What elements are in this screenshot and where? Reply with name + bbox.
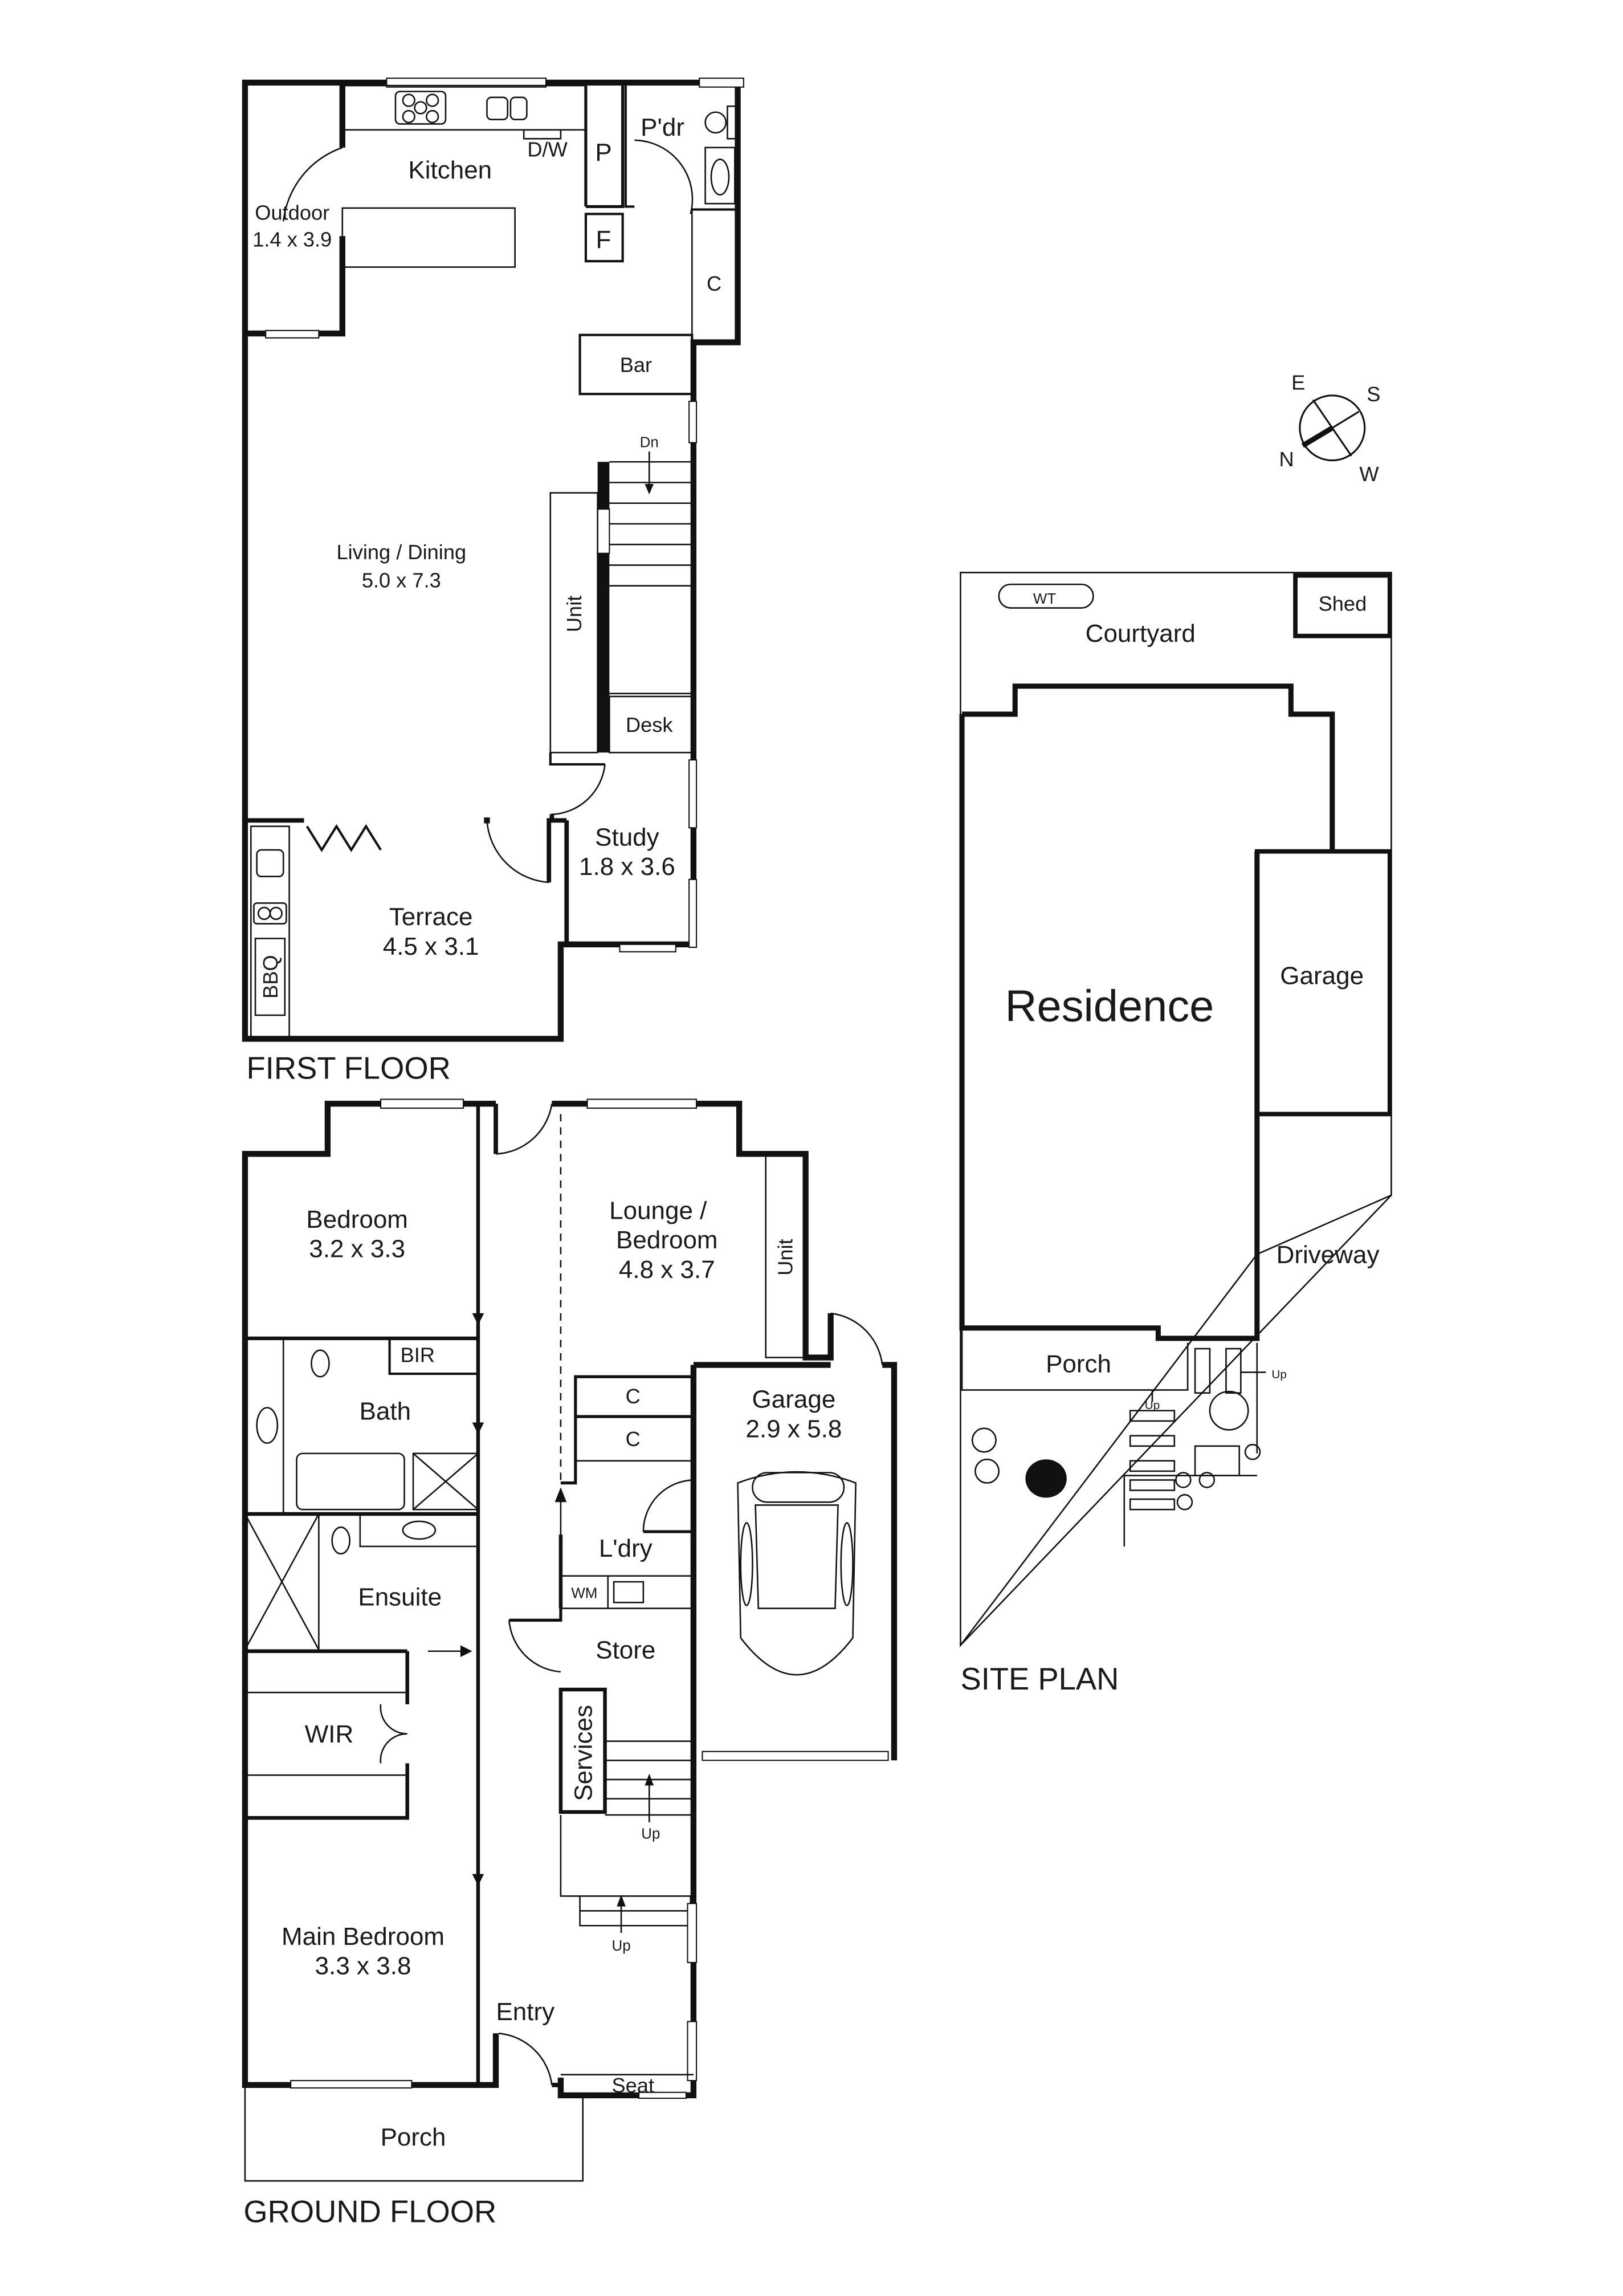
compass-icon: E S N W bbox=[1279, 371, 1380, 485]
room-label-seat: Seat bbox=[611, 2074, 654, 2097]
room-label-lounge-1: Lounge / bbox=[609, 1196, 707, 1224]
room-label-bath: Bath bbox=[360, 1397, 411, 1425]
room-label-c2: C bbox=[626, 1427, 641, 1451]
room-dim-bedroom: 3.2 x 3.3 bbox=[309, 1235, 405, 1263]
site-label-shed: Shed bbox=[1319, 592, 1367, 616]
room-dim-outdoor: 1.4 x 3.9 bbox=[252, 227, 332, 251]
stairs-up-label-1: Up bbox=[641, 1826, 660, 1842]
room-label-pantry: P bbox=[595, 139, 611, 166]
wm-label: WM bbox=[571, 1586, 597, 1602]
site-plan: WT Courtyard Shed Residence Garage Drive… bbox=[959, 572, 1392, 1696]
room-dim-study: 1.8 x 3.6 bbox=[579, 853, 675, 881]
room-dim-garage: 2.9 x 5.8 bbox=[746, 1415, 842, 1443]
site-up-label-1: Up bbox=[1145, 1399, 1160, 1412]
site-label-driveway: Driveway bbox=[1277, 1241, 1380, 1269]
room-label-ensuite: Ensuite bbox=[358, 1583, 442, 1611]
room-label-entry: Entry bbox=[496, 1998, 554, 2026]
room-label-unit: Unit bbox=[562, 596, 586, 632]
ground-floor: Bedroom 3.2 x 3.3 Lounge / Bedroom 4.8 x… bbox=[242, 1098, 898, 2229]
compass-west: W bbox=[1359, 462, 1379, 486]
room-label-cupboard: C bbox=[707, 272, 721, 295]
room-label-wir: WIR bbox=[305, 1720, 354, 1748]
car-icon bbox=[737, 1471, 857, 1676]
site-label-wt: WT bbox=[1033, 591, 1056, 607]
site-up-label-2: Up bbox=[1271, 1368, 1286, 1381]
room-label-terrace: Terrace bbox=[389, 903, 473, 931]
ground-floor-title: GROUND FLOOR bbox=[243, 2195, 496, 2229]
room-label-dw: D/W bbox=[527, 137, 568, 161]
site-label-courtyard: Courtyard bbox=[1086, 620, 1196, 648]
compass-east: E bbox=[1291, 371, 1305, 394]
bbq-label: BBQ bbox=[259, 955, 282, 999]
room-label-bar: Bar bbox=[620, 353, 652, 376]
room-label-porch: Porch bbox=[381, 2123, 446, 2151]
room-label-store: Store bbox=[596, 1636, 655, 1664]
room-label-c1: C bbox=[626, 1385, 641, 1408]
room-dim-main-bedroom: 3.3 x 3.8 bbox=[315, 1952, 411, 1980]
room-label-main-bedroom: Main Bedroom bbox=[282, 1923, 445, 1951]
site-label-porch: Porch bbox=[1046, 1350, 1111, 1378]
room-label-lounge-2: Bedroom bbox=[616, 1226, 718, 1254]
room-label-bir: BIR bbox=[401, 1343, 435, 1366]
site-plan-title: SITE PLAN bbox=[960, 1662, 1119, 1696]
room-dim-living: 5.0 x 7.3 bbox=[362, 568, 441, 592]
room-label-unit-ground: Unit bbox=[773, 1239, 797, 1275]
room-dim-lounge: 4.8 x 3.7 bbox=[619, 1256, 715, 1284]
site-label-residence: Residence bbox=[1005, 982, 1214, 1031]
room-label-fridge: F bbox=[596, 226, 611, 254]
room-label-laundry: L'dry bbox=[599, 1534, 653, 1562]
room-label-desk: Desk bbox=[626, 713, 673, 736]
room-label-bedroom: Bedroom bbox=[306, 1206, 408, 1234]
room-label-kitchen: Kitchen bbox=[408, 156, 492, 184]
compass-south: S bbox=[1367, 382, 1380, 406]
room-label-services: Services bbox=[569, 1705, 597, 1801]
first-floor-title: FIRST FLOOR bbox=[247, 1051, 451, 1085]
site-label-garage: Garage bbox=[1280, 962, 1364, 990]
room-label-study: Study bbox=[595, 823, 659, 851]
compass-north: N bbox=[1279, 447, 1294, 471]
stairs-dn-label: Dn bbox=[640, 434, 659, 450]
room-label-outdoor: Outdoor bbox=[255, 201, 329, 225]
room-label-garage: Garage bbox=[752, 1386, 836, 1414]
stairs-up-label-2: Up bbox=[612, 1938, 631, 1954]
first-floor: Kitchen D/W P F P'dr C Bar Outdoor 1.4 x… bbox=[242, 78, 744, 1085]
room-dim-terrace: 4.5 x 3.1 bbox=[383, 933, 479, 960]
room-label-living: Living / Dining bbox=[337, 540, 467, 564]
room-label-powder: P'dr bbox=[641, 113, 684, 141]
